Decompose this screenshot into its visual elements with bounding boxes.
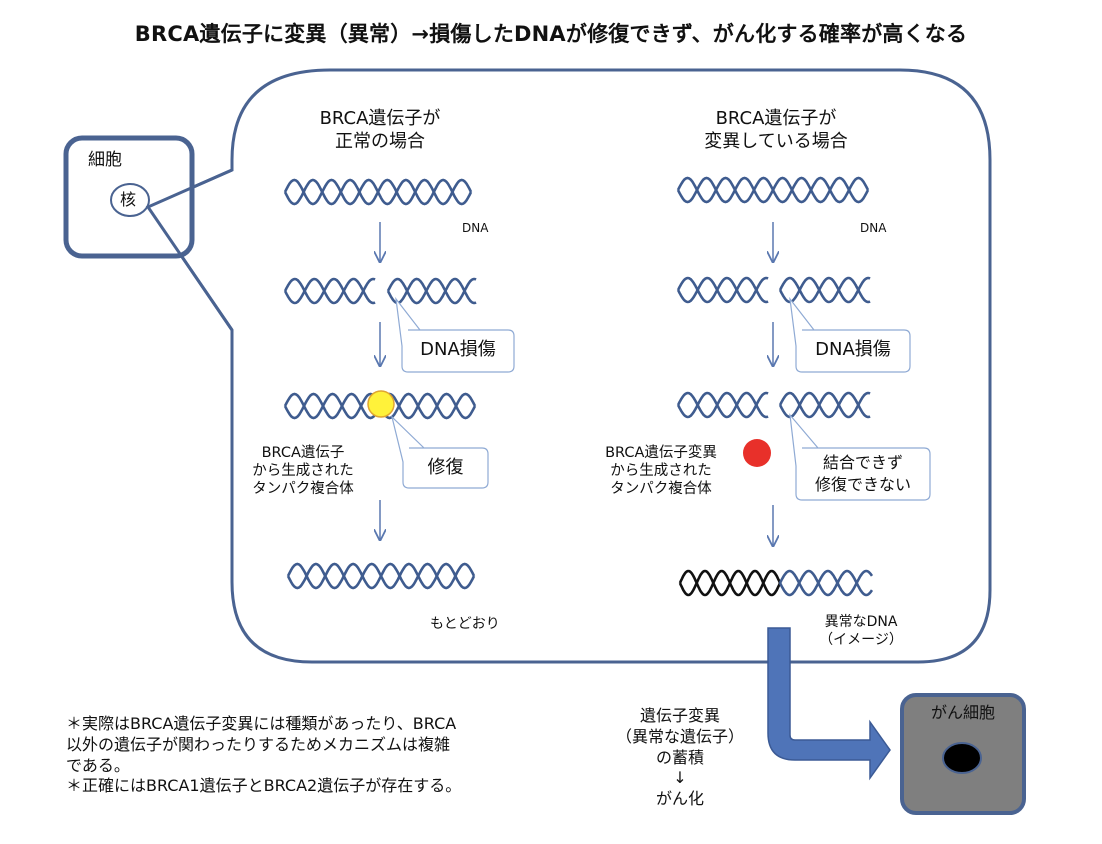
normal-protein-line1: BRCA遺伝子: [261, 445, 345, 461]
mutant-result-line2: （イメージ）: [819, 631, 903, 648]
accumulation-arrow: ↓: [673, 768, 687, 788]
protein-normal: [367, 390, 395, 418]
cancer-nucleus: [942, 742, 982, 774]
normal-protein-line3: タンパク複合体: [252, 481, 354, 498]
protein-mutant: [743, 439, 771, 467]
footnotes: ＊実際はBRCA遺伝子変異には種類があったり、BRCA 以外の遺伝子が関わったり…: [66, 714, 566, 797]
normal-result-label: もとどおり: [430, 616, 500, 632]
helix-abnormal-blue: [778, 569, 874, 597]
helix-mutant-1: [676, 176, 870, 204]
accumulation-line1: 遺伝子変異: [639, 706, 720, 725]
callout-damage-mutant: [789, 296, 911, 373]
helix-normal-1: [283, 178, 473, 206]
big-arrow: [767, 627, 891, 781]
dna-strand: [283, 178, 473, 206]
dna-strand: [386, 277, 477, 305]
dna-strand: [676, 391, 769, 419]
helix-mutant-3b: [778, 391, 871, 419]
dna-strand: [386, 277, 477, 305]
page-title: BRCA遺伝子に変異（異常）→損傷したDNAが修復できず、がん化する確率が高くな…: [134, 22, 968, 46]
normal-repair-text: 修復: [427, 457, 464, 478]
mutant-protein-label: BRCA遺伝子変異 から生成された タンパク複合体: [596, 444, 726, 498]
mutant-fail-text: 結合できず 修復できない: [796, 452, 930, 495]
cell-label: 細胞: [88, 150, 122, 170]
accumulation-line3: の蓄積: [655, 747, 704, 767]
callout-repair-normal: [390, 415, 489, 489]
dna-strand: [676, 176, 870, 204]
note-line4: ＊正確にはBRCA1遺伝子とBRCA2遺伝子が存在する。: [66, 776, 462, 796]
dna-strand: [283, 277, 376, 305]
accumulation-line4: がん化: [655, 789, 704, 809]
normal-header: BRCA遺伝子が 正常の場合: [290, 108, 470, 153]
normal-protein-label: BRCA遺伝子 から生成された タンパク複合体: [228, 444, 378, 498]
mutant-result-label: 異常なDNA （イメージ）: [806, 614, 916, 649]
callout-damage-normal: [395, 296, 515, 373]
note-line2: 以外の遺伝子が関わったりするためメカニズムは複雑: [66, 734, 451, 754]
helix-abnormal-black: [678, 569, 782, 597]
mutant-damage-text: DNA損傷: [815, 339, 891, 360]
helix-mutant-2b: [778, 276, 871, 304]
helix-mutant-2a: [676, 276, 769, 304]
accumulation-text: 遺伝子変異 （異常な遺伝子） の蓄積 ↓ がん化: [605, 706, 755, 810]
accumulation-line2: （異常な遺伝子）: [615, 726, 744, 746]
helix-mutant-3a: [676, 391, 769, 419]
mutant-fail-line2: 修復できない: [814, 474, 911, 494]
mutant-protein-line2: から生成された: [610, 463, 712, 480]
mutant-header-line1: BRCA遺伝子が: [715, 108, 837, 129]
mutant-header-line2: 変異している場合: [704, 130, 848, 152]
dna-strand: [676, 391, 769, 419]
dna-strand: [678, 569, 782, 597]
mutant-protein-line1: BRCA遺伝子変異: [605, 445, 717, 461]
dna-strand: [778, 391, 871, 419]
nucleus-zoom-balloon: [145, 68, 992, 664]
note-line3: である。: [66, 755, 130, 775]
normal-protein-line2: から生成された: [252, 463, 354, 480]
balloon-tail: [145, 168, 234, 331]
mutant-result-line1: 異常なDNA: [824, 614, 898, 630]
dna-strand: [778, 391, 871, 419]
dna-strand: [778, 276, 871, 304]
nucleus-circle: [110, 183, 150, 217]
helix-normal-2a: [283, 277, 376, 305]
mutant-header: BRCA遺伝子が 変異している場合: [676, 108, 876, 153]
dna-strand: [286, 562, 476, 590]
normal-damage-text: DNA損傷: [420, 339, 496, 360]
dna-strand: [676, 276, 769, 304]
normal-header-line1: BRCA遺伝子が: [319, 108, 441, 129]
dna-strand: [778, 569, 874, 597]
normal-header-line2: 正常の場合: [335, 130, 425, 152]
note-line1: ＊実際はBRCA遺伝子変異には種類があったり、BRCA: [66, 714, 457, 733]
helix-normal-4: [286, 562, 476, 590]
helix-normal-2b: [386, 277, 477, 305]
cancer-cell-label: がん細胞: [930, 703, 995, 722]
normal-dna-label: DNA: [462, 221, 489, 235]
nucleus-label: 核: [120, 190, 137, 209]
mutant-fail-line1: 結合できず: [822, 453, 903, 472]
mutant-protein-line3: タンパク複合体: [610, 481, 712, 498]
mutant-dna-label: DNA: [860, 221, 887, 235]
callout-fail-mutant: [789, 413, 931, 501]
dna-strand: [676, 276, 769, 304]
dna-strand: [778, 276, 871, 304]
dna-strand: [283, 277, 376, 305]
